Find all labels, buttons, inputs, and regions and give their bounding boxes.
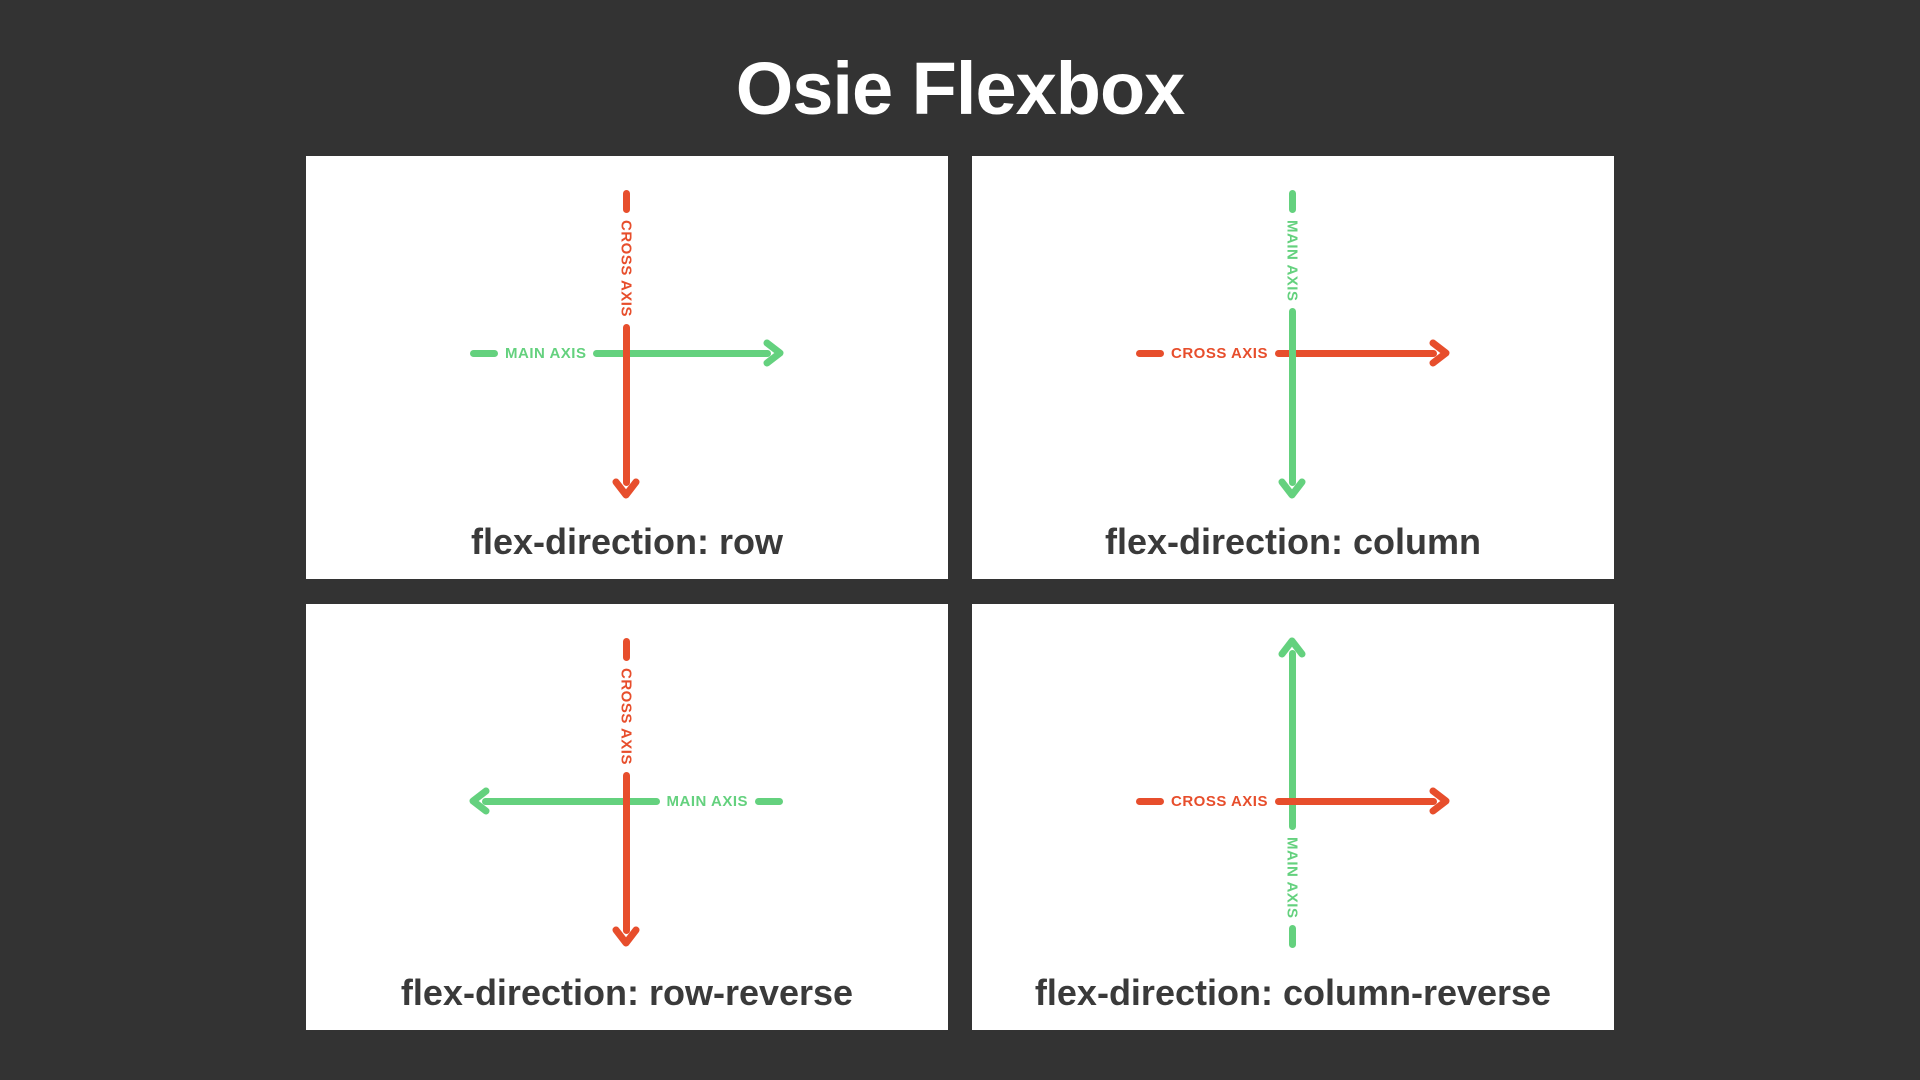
axis-line bbox=[593, 339, 784, 367]
cross-axis-arrow: CROSS AXIS bbox=[1136, 339, 1450, 367]
cross-axis-arrow: CROSS AXIS bbox=[612, 638, 640, 947]
main-axis-label: MAIN AXIS bbox=[1283, 836, 1301, 918]
main-axis-arrow: MAIN AXIS bbox=[469, 787, 783, 815]
main-axis-arrow: MAIN AXIS bbox=[470, 339, 784, 367]
card-caption: flex-direction: row bbox=[470, 521, 784, 562]
arrowhead-right-icon bbox=[1429, 787, 1450, 815]
axis-dash bbox=[1288, 925, 1296, 948]
main-axis-label: MAIN AXIS bbox=[505, 344, 587, 362]
axis-dash bbox=[1136, 349, 1164, 357]
cross-axis-arrow: CROSS AXIS bbox=[612, 190, 640, 499]
main-axis-label: MAIN AXIS bbox=[666, 792, 748, 810]
axis-line-shaft bbox=[593, 349, 771, 357]
card-flex-direction-column-reverse: CROSS AXIS MAIN AXIS flex-direction: col… bbox=[972, 604, 1614, 1030]
arrowhead-up-icon bbox=[1278, 637, 1306, 658]
card-caption: flex-direction: row-reverse bbox=[400, 972, 854, 1013]
axis-line bbox=[612, 771, 640, 947]
main-axis-arrow: MAIN AXIS bbox=[1278, 190, 1306, 499]
cross-axis-label: CROSS AXIS bbox=[617, 220, 635, 317]
axis-line-shaft bbox=[622, 771, 630, 934]
arrowhead-down-icon bbox=[612, 926, 640, 947]
axis-line bbox=[469, 787, 660, 815]
axis-line-shaft bbox=[1288, 650, 1296, 830]
cross-axis-label: CROSS AXIS bbox=[1171, 344, 1268, 362]
axis-line bbox=[1278, 637, 1306, 830]
cards-grid: MAIN AXIS CROSS AXIS flex-direction: row… bbox=[306, 156, 1614, 1030]
axis-line-shaft bbox=[1274, 797, 1437, 805]
cross-axis-label: CROSS AXIS bbox=[617, 668, 635, 765]
main-axis-label: MAIN AXIS bbox=[1283, 220, 1301, 302]
axis-line bbox=[1274, 787, 1450, 815]
card-flex-direction-row: MAIN AXIS CROSS AXIS flex-direction: row bbox=[306, 156, 948, 579]
page-title: Osie Flexbox bbox=[735, 47, 1186, 130]
axis-line bbox=[612, 323, 640, 499]
axis-line-shaft bbox=[482, 797, 660, 805]
axis-line bbox=[1274, 339, 1450, 367]
card-flex-direction-row-reverse: MAIN AXIS CROSS AXIS flex-direction: row… bbox=[306, 604, 948, 1030]
main-axis-arrow: MAIN AXIS bbox=[1278, 637, 1306, 948]
axis-dash bbox=[622, 638, 630, 661]
axis-line-shaft bbox=[622, 323, 630, 486]
cross-axis-arrow: CROSS AXIS bbox=[1136, 787, 1450, 815]
card-caption: flex-direction: column-reverse bbox=[1034, 972, 1552, 1013]
axis-dash bbox=[622, 190, 630, 213]
arrowhead-down-icon bbox=[1278, 478, 1306, 499]
axis-line bbox=[1278, 308, 1306, 499]
axis-dash bbox=[1136, 797, 1164, 805]
card-caption: flex-direction: column bbox=[1104, 521, 1482, 562]
card-flex-direction-column: CROSS AXIS MAIN AXIS flex-direction: col… bbox=[972, 156, 1614, 579]
arrowhead-left-icon bbox=[469, 787, 490, 815]
arrowhead-right-icon bbox=[1429, 339, 1450, 367]
arrowhead-down-icon bbox=[612, 478, 640, 499]
arrowhead-right-icon bbox=[763, 339, 784, 367]
axis-dash bbox=[470, 349, 498, 357]
cross-axis-label: CROSS AXIS bbox=[1171, 792, 1268, 810]
axis-line-shaft bbox=[1274, 349, 1437, 357]
axis-dash bbox=[1288, 190, 1296, 213]
axis-line-shaft bbox=[1288, 308, 1296, 486]
axis-dash bbox=[755, 797, 783, 805]
